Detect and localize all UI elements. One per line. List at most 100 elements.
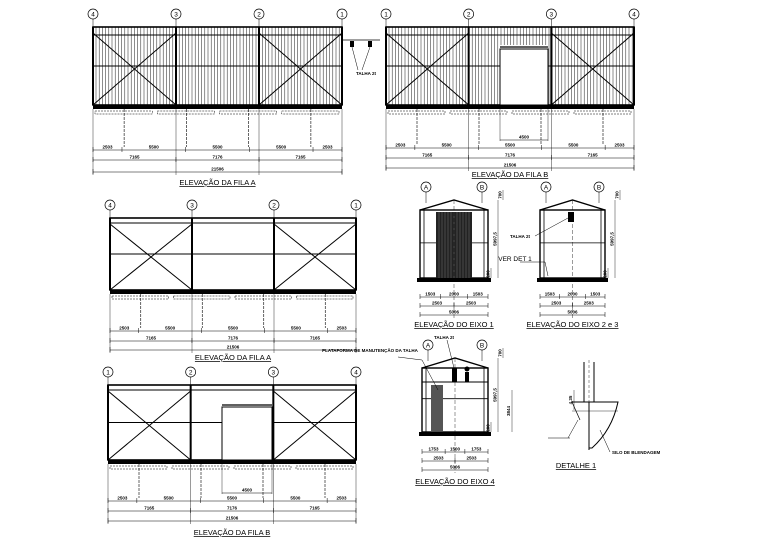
base-beam (110, 290, 356, 294)
leader-line (544, 261, 549, 277)
dimension-value: 7165 (129, 155, 140, 160)
x-brace (107, 390, 191, 461)
dimension-value: 2503 (337, 326, 348, 331)
foundation-block (171, 465, 230, 470)
foundation-block (295, 465, 354, 470)
detail-reference: VER DET 1 (498, 256, 532, 263)
grid-label: 3 (272, 369, 276, 376)
foundation-block (109, 465, 168, 470)
dimension-value: 5500 (442, 143, 453, 148)
height-dimension: 5997,5 (493, 388, 498, 402)
grid-bubble (350, 199, 362, 211)
dimension-value: 2503 (466, 456, 477, 461)
dimension-value: 5500 (291, 326, 302, 331)
dimension-value: 7165 (296, 155, 307, 160)
grid-label: 3 (190, 202, 194, 209)
dimension-value: 2503 (551, 301, 562, 306)
dimension-value: 5500 (165, 326, 176, 331)
door-opening (221, 406, 273, 461)
grid-label: 1 (354, 202, 358, 209)
dimension-value: 7176 (505, 153, 516, 158)
dimension-value: 1503 (425, 292, 436, 297)
base-dimension: 200 (486, 424, 491, 432)
grid-bubble (267, 366, 279, 378)
dimension-value: 7165 (310, 336, 321, 341)
dimension-value: 2503 (615, 143, 626, 148)
dimension-value: 2000 (449, 292, 460, 297)
x-brace (273, 223, 357, 291)
leader-line (534, 217, 569, 237)
dimension-value: 2000 (567, 292, 578, 297)
dimension-value: 5500 (212, 145, 223, 150)
dimension-value: 1753 (471, 447, 482, 452)
dimension-value: 2503 (102, 145, 113, 150)
leader-line (361, 46, 371, 71)
height-dimension: 5997,5 (610, 232, 615, 246)
x-brace (92, 32, 177, 106)
door-width-dimension: 4500 (242, 488, 253, 493)
leader-line (567, 419, 579, 439)
view-title: ELEVAÇÃO DA FILA B (194, 528, 271, 537)
grid-bubble (380, 8, 392, 20)
top-dimension: 700 (498, 191, 503, 199)
detail-dimension: 4,35 (568, 395, 573, 404)
dimension-value: 5500 (227, 496, 238, 501)
detail-label: SILO DE BLENDAGEM (612, 450, 661, 455)
grid-label: A (426, 342, 431, 349)
dimension-value: 2503 (466, 301, 477, 306)
dimension-value: 2503 (337, 496, 348, 501)
dimension-value: 2503 (395, 143, 406, 148)
dimension-value: 1753 (429, 447, 440, 452)
hoist-icon (350, 41, 354, 47)
leader-line (351, 46, 359, 71)
hoist-label: TALHA 2t (434, 335, 454, 340)
hoist-icon (368, 41, 372, 47)
dimension-value: 2503 (119, 326, 130, 331)
top-dimension: 700 (615, 191, 620, 199)
view-title: DETALHE 1 (556, 461, 596, 470)
dimension-value: 2503 (433, 456, 444, 461)
grid-bubble (336, 8, 348, 20)
dimension-value: 7176 (227, 506, 238, 511)
grid-bubble (628, 8, 640, 20)
dimension-total: 5006 (450, 465, 461, 470)
foundation-block (111, 295, 169, 300)
grid-label: B (480, 342, 484, 349)
grid-label: A (424, 184, 429, 191)
grid-bubble (186, 199, 198, 211)
foundation-block (219, 110, 277, 115)
maintenance-ladder (431, 385, 443, 431)
foundation-block (233, 465, 292, 470)
dimension-total: 21506 (211, 167, 224, 172)
dimension-value: 5500 (164, 496, 175, 501)
door-opening (499, 48, 549, 106)
foundation-block (449, 110, 508, 115)
grid-label: 1 (384, 11, 388, 18)
dimension-value: 5500 (228, 326, 239, 331)
dimension-value: 7165 (310, 506, 321, 511)
dimension-value: 1503 (590, 292, 601, 297)
base-beam (108, 460, 356, 464)
dimension-value: 1500 (450, 447, 461, 452)
dimension-total: 5006 (449, 310, 460, 315)
view-title: ELEVAÇÃO DO EIXO 1 (414, 320, 493, 329)
grid-label: 1 (106, 369, 110, 376)
grid-label: 1 (340, 11, 344, 18)
dimension-total: 5006 (567, 310, 578, 315)
hoist-label: TALHA 2t (510, 234, 530, 239)
dimension-value: 7165 (146, 336, 157, 341)
dimension-total: 21506 (226, 516, 239, 521)
foundation-block (573, 110, 632, 115)
leader-line (397, 356, 423, 361)
top-dimension: 700 (498, 349, 503, 357)
grid-label: A (544, 184, 549, 191)
foundation-block (234, 295, 292, 300)
grid-bubble (545, 8, 557, 20)
foundation-block (296, 295, 354, 300)
